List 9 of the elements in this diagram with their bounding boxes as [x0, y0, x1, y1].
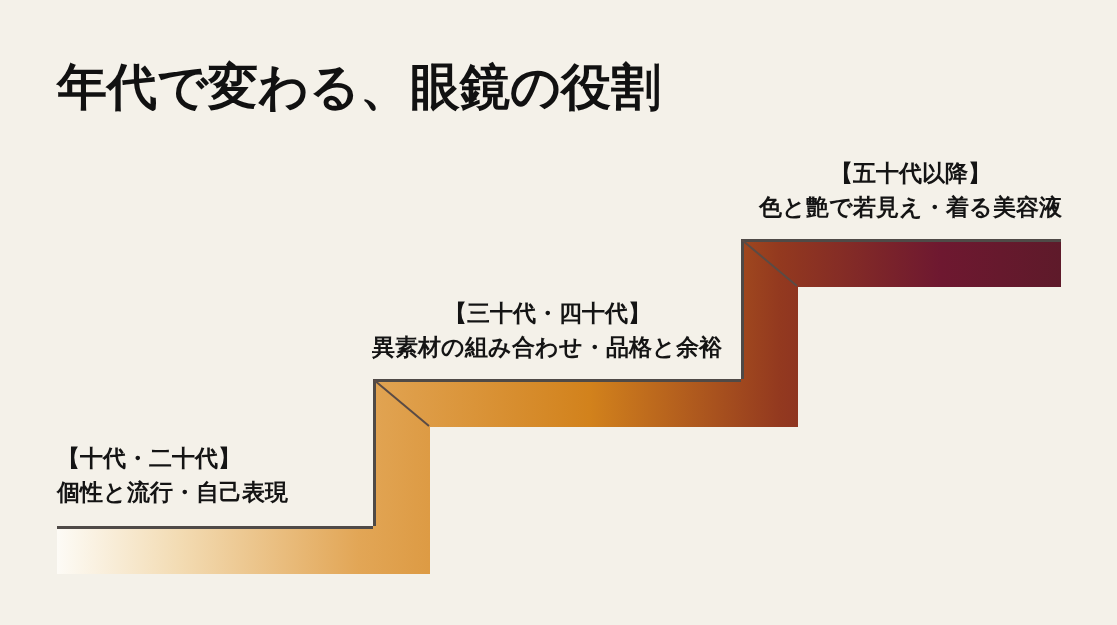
stair-step [57, 526, 373, 574]
stage-description: 色と艶で若見え・着る美容液 [757, 193, 1063, 222]
stage-description: 個性と流行・自己表現 [57, 478, 289, 507]
stage-heading: 【三十代・四十代】 [442, 299, 652, 328]
stage-heading: 【五十代以降】 [828, 159, 992, 188]
stair-step [798, 239, 1061, 287]
stage-heading: 【十代・二十代】 [57, 444, 242, 473]
title: 年代で変わる、眼鏡の役割 [57, 58, 661, 116]
stage-description: 異素材の組み合わせ・品格と余裕 [371, 333, 723, 362]
